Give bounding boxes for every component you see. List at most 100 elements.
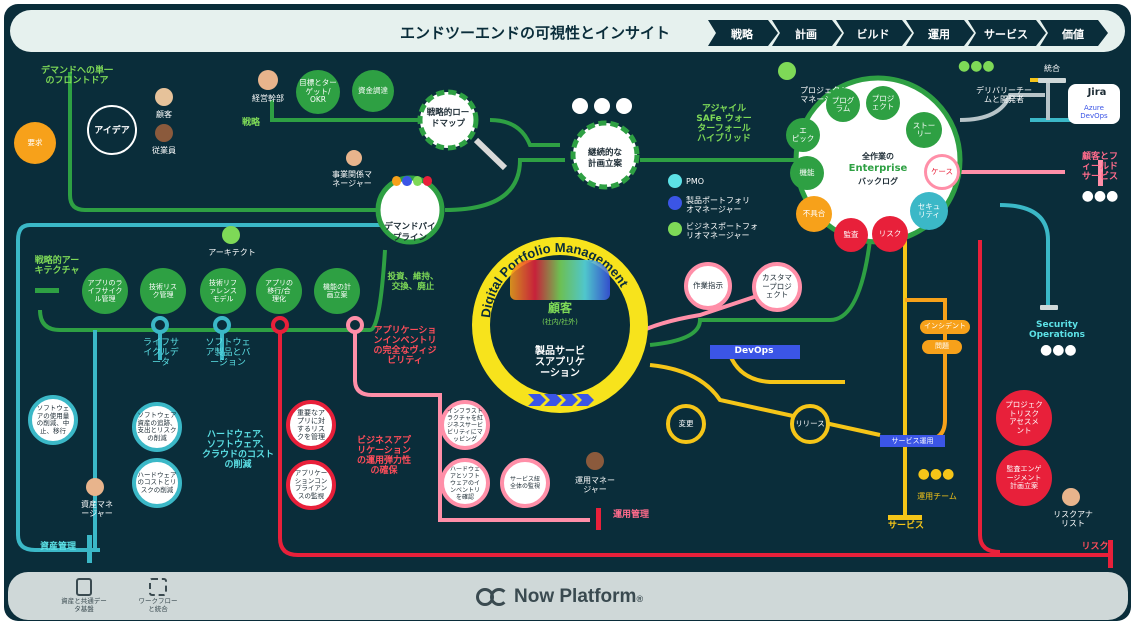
pmo-label: PMO [686, 177, 705, 186]
exec-avatar [258, 70, 278, 90]
hw-cost-node[interactable]: ハードウェア のコストとリ スクの削減 [132, 458, 182, 508]
incident-badge[interactable] [920, 320, 970, 334]
infra-node[interactable]: インフラスト ラクチャを紅 ジネスサービ ビリティにマ ッピング [440, 400, 490, 450]
audit-label: 監査エンゲ ージメント 計画立案 [1006, 465, 1042, 491]
customer-service-label: 顧客とフ ィールド サービス [1081, 152, 1118, 182]
request-label: 要求 [27, 137, 43, 147]
analyst-avatar [1062, 488, 1080, 506]
infra-label: インフラスト ラクチャを紅 ジネスサービ ビリティにマ ッピング [446, 407, 483, 443]
change-node[interactable]: 変更 [666, 404, 706, 444]
ops-team-icon: ●●● [917, 466, 955, 482]
hw-cost-label: ハードウェア のコストとリ スクの削減 [137, 470, 177, 494]
dpm-crowd [510, 260, 610, 300]
business-portfolio-label: ビジネスポートフォ リオマネージャー [686, 222, 758, 240]
backlog-item-4[interactable]: ストー リー [906, 112, 942, 148]
work-order-label: 作業指示 [693, 280, 723, 290]
release-node[interactable]: リリース [790, 404, 830, 444]
arch-node-2[interactable]: 技術リス ク管理 [140, 268, 186, 314]
versions-label: ソフトウェ ア製品とバ ージョン [205, 338, 251, 368]
backlog-item-2[interactable]: プロジ ェクト [866, 86, 900, 120]
request-node[interactable]: 要求 [14, 122, 56, 164]
now-logo-icon [476, 588, 510, 606]
inventory-label: アプリケーショ ンインベントリ の完全なヴィジ ビリティ [373, 326, 437, 366]
reduce-label: ハードウェア、 ソフトウェア、 クラウドのコスト の削減 [201, 430, 274, 470]
customer-label: 顧客 [156, 110, 172, 119]
stage-5[interactable]: サービス [984, 29, 1028, 41]
dpm-customer: 顧客 [547, 301, 572, 315]
arch-node-5[interactable]: 機能の計 画立案 [314, 268, 360, 314]
pipeline-label[interactable]: デマンドパイ プライン [384, 222, 436, 243]
backlog-enterprise: Enterprise [848, 163, 908, 174]
agile-label: アジャイル SAFe ウォー ターフォール ハイブリッド [696, 104, 752, 144]
lifecycle-label: ライフサ イクルデ ータ [142, 338, 179, 368]
sw-usage-label: ソフトウェ アの使用量 の削減、中 止、移行 [36, 404, 70, 435]
continuous-planning-label[interactable]: 継続的な 計画立案 [587, 148, 622, 169]
stage-2[interactable]: 計画 [795, 29, 817, 41]
backlog-item-7[interactable]: 不具合 [796, 196, 832, 232]
work-order-node[interactable]: 作業指示 [684, 262, 732, 310]
asset-manager-avatar [86, 478, 104, 496]
security-ops-label: Security Operations [1028, 320, 1086, 340]
exec-label: 経営幹部 [252, 94, 284, 103]
jira-badge[interactable] [1068, 84, 1120, 124]
project-manager-avatar [778, 62, 796, 80]
goals-node[interactable]: 目標とター ゲット/ OKR [296, 70, 340, 114]
project-risk-label: プロジェク トリスク アセスメ ント [1005, 400, 1043, 435]
workflow-icon [149, 578, 167, 596]
employee-label: 従業員 [152, 146, 176, 155]
stage-4[interactable]: 運用 [928, 29, 950, 41]
customer-service-icon: ●●● [1081, 188, 1119, 204]
backlog-subtitle: バックログ [858, 177, 898, 186]
audit-node[interactable]: 監査エンゲ ージメント 計画立案 [996, 450, 1052, 506]
footer-brand: Now Platform® [514, 586, 684, 608]
backlog-item-5[interactable]: 機能 [790, 156, 824, 190]
azure-label: Azure DevOps [1080, 104, 1108, 120]
funding-label: 資金調達 [358, 85, 388, 95]
arch-node-3[interactable]: 技術リフ ァレンス モデル [200, 268, 246, 314]
devops-label[interactable]: DevOps [734, 346, 774, 356]
backlog-item-6[interactable]: ケース [924, 154, 960, 190]
backlog-item-3[interactable]: エ ピック [786, 118, 820, 152]
critical-node[interactable]: 重要なア プリに対 するリス クを管理 [286, 400, 336, 450]
stage-3[interactable]: ビルド [856, 29, 890, 41]
asset-title: 資産管理 [39, 542, 76, 552]
backlog-item-9[interactable]: リスク [872, 216, 908, 252]
project-risk-node[interactable]: プロジェク トリスク アセスメ ント [996, 390, 1052, 446]
header-title: エンドツーエンドの可視性とインサイト [400, 25, 671, 42]
demand-title: デマンドへの単一 のフロントドア [40, 66, 113, 86]
idea-label: アイデア [94, 126, 130, 136]
backlog-item-10[interactable]: セキュ リティ [910, 192, 948, 230]
compliance-node[interactable]: アプリケー ションコン プライアン スの監視 [286, 460, 336, 510]
hw-sw-node[interactable]: ハードウェ アとソフト ウェアのイ ンベントリ を確認 [440, 458, 490, 508]
ops-title: 運用管理 [612, 510, 649, 520]
stage-6[interactable]: 価値 [1062, 29, 1084, 41]
asset-manager-label: 資産マネ ージャー [81, 500, 113, 518]
arch-node-1[interactable]: アプリのラ イフサイク ル管理 [82, 268, 128, 314]
svc-ops-label[interactable]: サービス運用 [891, 437, 934, 445]
custom-project-node[interactable]: カスタマ ープロジ ェクト [752, 262, 802, 312]
problem-badge[interactable] [922, 340, 962, 354]
sw-usage-node[interactable]: ソフトウェ アの使用量 の削減、中 止、移行 [28, 395, 78, 445]
jira-label: Jira [1087, 87, 1107, 98]
stage-1[interactable]: 戦略 [731, 29, 753, 41]
sw-cost-node[interactable]: ソフトウェア 資産の追跡、 支出とリスク の削減 [132, 402, 182, 452]
funding-node[interactable]: 資金調達 [352, 70, 394, 112]
footer-item-assets[interactable]: 資産と共通デー タ基盤 [54, 578, 114, 618]
dev-team-label: デリバリーチー ムと開発者 [976, 86, 1032, 104]
incident-label: インシデント [924, 322, 966, 330]
security-ops-icon: ●●● [1040, 342, 1077, 358]
backlog-item-1[interactable]: プログ ラム [826, 88, 860, 122]
footer-item-workflow[interactable]: ワークフロー と統合 [130, 578, 186, 618]
biz-manager-label: 事業関係マ ネージャー [332, 170, 372, 188]
roadmap-label[interactable]: 戦略的ロー ドマップ [426, 108, 470, 129]
balloons-icon [392, 176, 432, 196]
strategy-label: 戦略 [241, 118, 260, 128]
backlog-item-8[interactable]: 監査 [834, 218, 868, 252]
arch-title: 戦略的アー キテクチャ [34, 256, 80, 276]
invest-label: 投資、維持、 交換、廃止 [387, 272, 439, 292]
arch-node-4[interactable]: アプリの 移行/合 理化 [256, 268, 302, 314]
compliance-label: アプリケー ションコン プライアン スの監視 [294, 469, 328, 500]
risk-title: リスク [1081, 542, 1109, 552]
svc-map-node[interactable]: サービス紐 全体の監視 [500, 458, 550, 508]
